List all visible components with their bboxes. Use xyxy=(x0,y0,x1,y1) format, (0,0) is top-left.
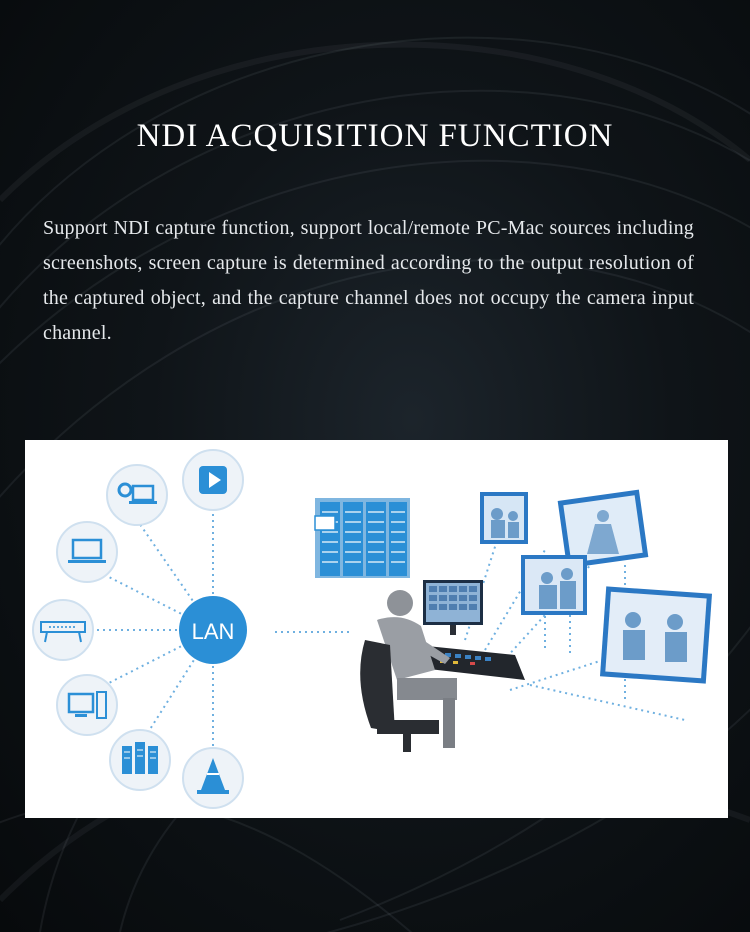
server-cabinet-illustration xyxy=(314,498,410,578)
monitor-2 xyxy=(557,489,649,569)
lan-label: LAN xyxy=(192,619,235,644)
desktop-pc-icon xyxy=(56,674,118,736)
switcher-console-icon xyxy=(32,599,94,661)
monitor-3 xyxy=(521,555,587,615)
play-icon xyxy=(182,449,244,511)
ndi-diagram-panel: LAN xyxy=(25,440,728,818)
operator-desk-illustration xyxy=(360,580,525,752)
vlc-cone-icon xyxy=(182,747,244,809)
page-title: NDI ACQUISITION FUNCTION xyxy=(136,118,614,154)
webcam-laptop-icon xyxy=(106,464,168,526)
laptop-icon xyxy=(56,521,118,583)
server-rack-icon xyxy=(109,729,171,791)
monitor-4 xyxy=(599,586,713,684)
ndi-network-diagram: LAN xyxy=(32,449,713,809)
lan-hub: LAN xyxy=(179,596,247,664)
monitor-1 xyxy=(480,492,528,544)
feature-description: Support NDI capture function, support lo… xyxy=(43,217,694,344)
